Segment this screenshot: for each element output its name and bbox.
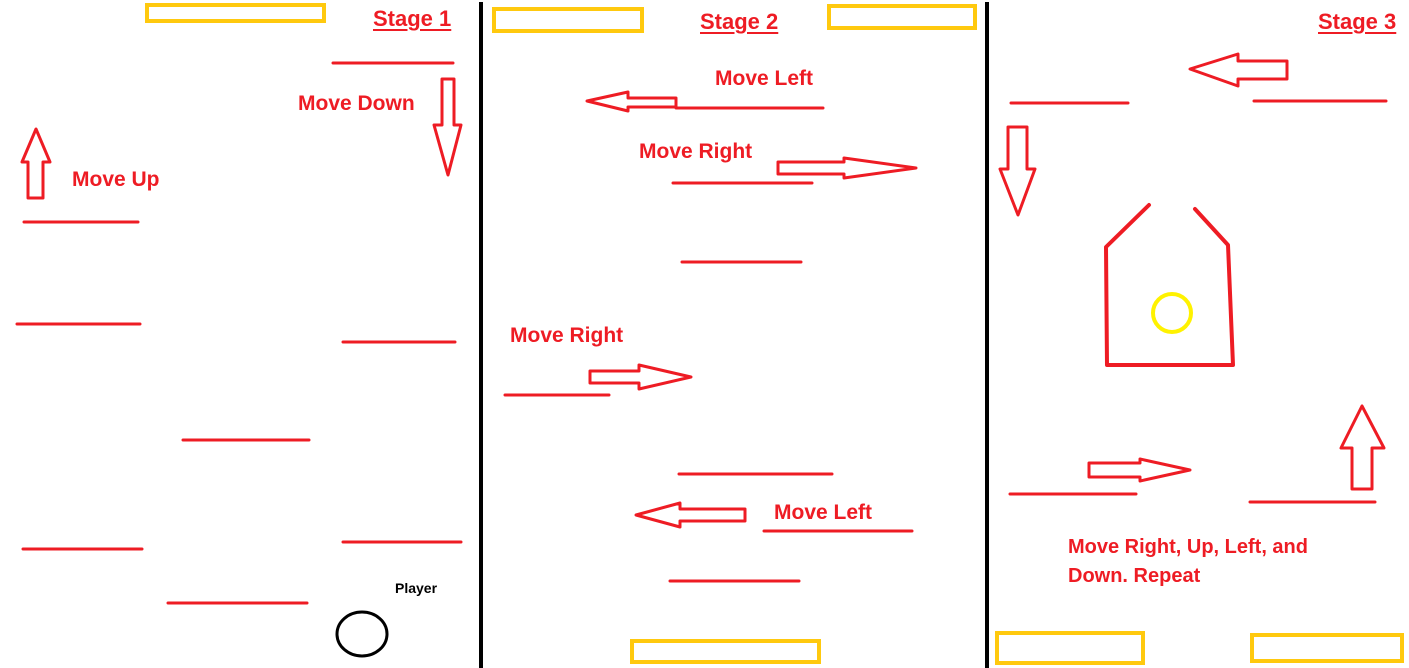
arrow-up-icon: [20, 127, 52, 200]
stage-3-note-line-2: Down. Repeat: [1068, 565, 1201, 587]
stage-2-note-move-left: Move Left: [715, 67, 814, 90]
arrow-right-icon: [588, 363, 693, 391]
stage-1-note-move-up: Move Up: [72, 168, 160, 191]
arrow-right-icon: [1087, 457, 1192, 483]
goal-block: [492, 7, 644, 33]
stage-3-title: Stage 3: [1318, 9, 1397, 34]
goal-block: [827, 4, 977, 30]
arrow-up-icon: [1339, 404, 1386, 491]
player-label: Player: [395, 580, 438, 596]
platforms: [15, 61, 1388, 605]
player-icon: [335, 610, 389, 658]
coin-icon: [1151, 292, 1193, 334]
goal-block: [630, 639, 821, 664]
arrow-right-icon: [776, 156, 918, 180]
stage-3-note-line-1: Move Right, Up, Left, and: [1068, 536, 1308, 558]
goal-block: [995, 631, 1145, 665]
coin-enclosure: [1104, 203, 1235, 367]
goal-block: [1250, 633, 1404, 663]
arrow-left-icon: [634, 501, 747, 529]
arrow-left-icon: [585, 90, 678, 113]
enclosure-left-wall: [1104, 203, 1235, 367]
stage-2-title: Stage 2: [700, 9, 779, 34]
stage-2-note-move-left: Move Left: [774, 501, 873, 524]
arrow-down-icon: [998, 125, 1037, 217]
stage-1-title: Stage 1: [373, 6, 452, 31]
goal-blocks: [145, 3, 1404, 665]
arrow-down-icon: [432, 77, 463, 177]
movement-arrows: [20, 52, 1386, 529]
stage-2-note-move-right: Move Right: [639, 140, 753, 163]
stage-2-note-move-right: Move Right: [510, 324, 624, 347]
stage-1-note-move-down: Move Down: [298, 92, 415, 115]
arrow-left-icon: [1188, 52, 1289, 88]
goal-block: [145, 3, 326, 23]
